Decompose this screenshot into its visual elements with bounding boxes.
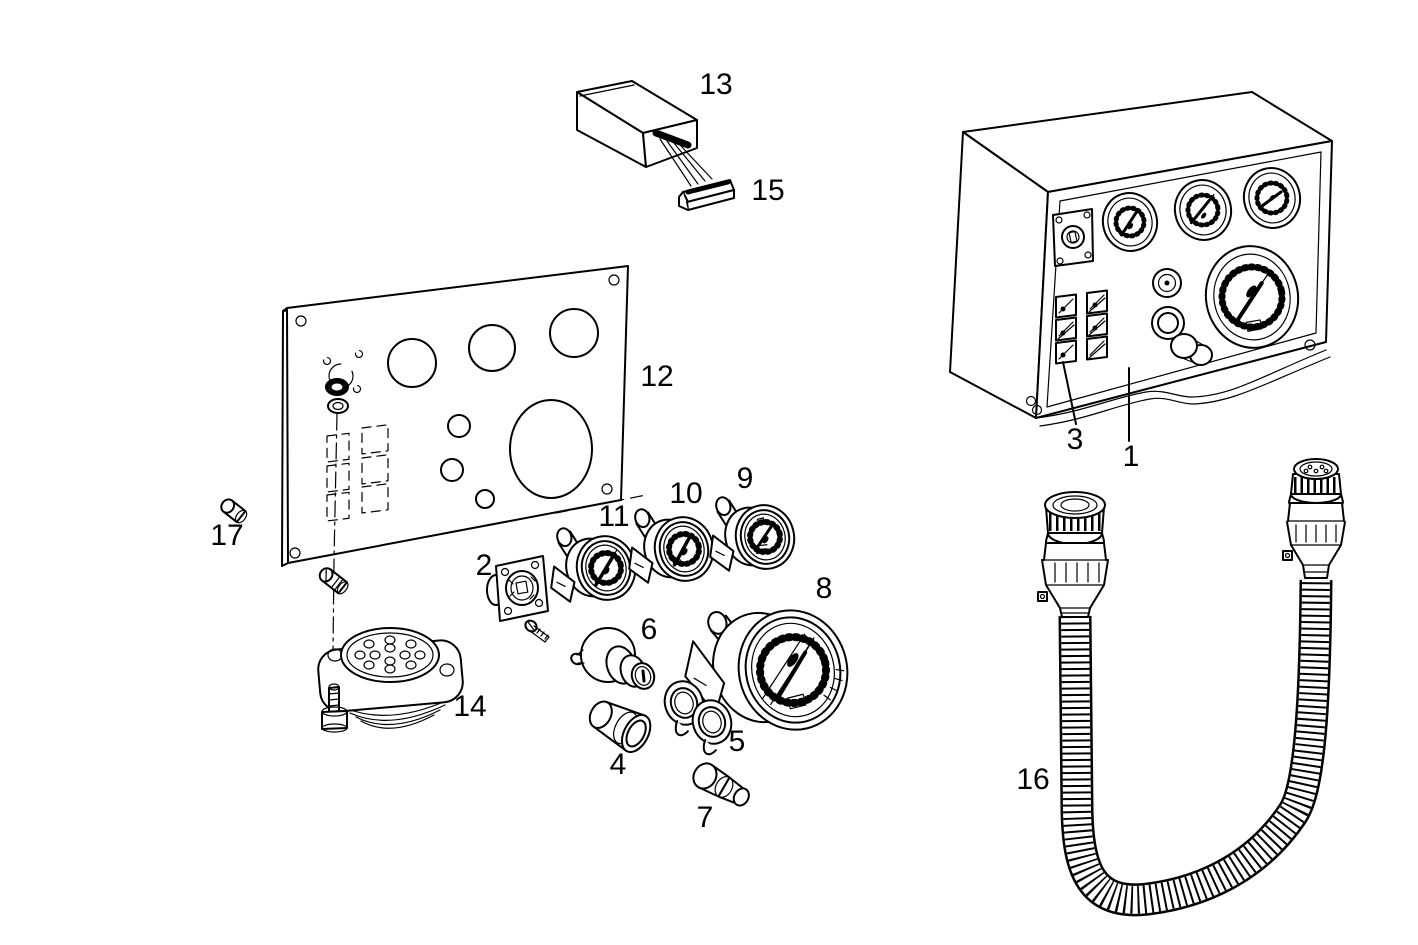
- panel-gauge-right: [1242, 167, 1302, 229]
- panel-socket-ring: [1151, 306, 1185, 340]
- warning-light-cluster: [1055, 289, 1108, 365]
- panel-knob: [1170, 333, 1213, 366]
- panel-corner-holes: [289, 274, 620, 559]
- instrument-panel: [949, 91, 1333, 427]
- panel-tachometer: [1204, 245, 1300, 349]
- callout-7: 7: [697, 801, 714, 834]
- callout-13: 13: [699, 68, 732, 101]
- panel-gauge-holes: [387, 308, 599, 509]
- key-switch-flange: [486, 555, 549, 622]
- mounting-panel: [281, 265, 647, 567]
- key-switch-cutout: [322, 349, 364, 414]
- warning-light-cutouts: [326, 424, 389, 522]
- sender-switch: [570, 627, 656, 690]
- callout-9: 9: [737, 462, 754, 495]
- panel-key-switch: [1052, 208, 1094, 267]
- small-gauge-11: [550, 527, 637, 603]
- callout-14: 14: [453, 690, 486, 723]
- callout-16: 16: [1016, 763, 1049, 796]
- callout-1: 1: [1123, 440, 1140, 473]
- small-gauge-9: [709, 496, 796, 572]
- panel-button: [1152, 268, 1182, 298]
- callout-17: 17: [210, 519, 243, 552]
- ribbon-wires: [659, 138, 713, 187]
- conduit-connector-right: [1282, 458, 1346, 579]
- callout-10: 10: [669, 477, 702, 510]
- callout-12: 12: [640, 360, 673, 393]
- flange-screw: [524, 619, 550, 643]
- cap-nut: [220, 498, 248, 524]
- blanking-cap: [588, 700, 652, 754]
- connector-pin-dots: [1303, 464, 1329, 474]
- ribbon-connector: [678, 179, 735, 211]
- callout-11: 11: [598, 500, 629, 533]
- multi-pin-connector: [317, 627, 464, 729]
- panel-bolt: [318, 567, 349, 595]
- callout-3-leader: [1062, 361, 1077, 425]
- callout-8: 8: [816, 572, 833, 605]
- control-box: [576, 80, 698, 168]
- panel-gauge-left: [1101, 192, 1159, 252]
- callout-5: 5: [729, 725, 746, 758]
- connector-bolt: [321, 683, 348, 733]
- callout-2: 2: [476, 549, 493, 582]
- callout-3: 3: [1067, 423, 1084, 456]
- assembly-centerline: [332, 413, 338, 651]
- large-gauge: [684, 609, 849, 731]
- callout-6: 6: [641, 613, 658, 646]
- wiring-conduit: [1037, 458, 1346, 917]
- projection-line: [555, 494, 647, 514]
- callouts: 1 2 3 4 5 6 7 8 9 10 11 12 13 14 15 16 1…: [210, 68, 1139, 834]
- connector-pins: [354, 635, 426, 674]
- bulb-holder: [692, 762, 750, 807]
- connector-body-ribs: [344, 699, 449, 729]
- small-gauge-10: [628, 508, 715, 584]
- callout-4: 4: [610, 748, 627, 781]
- conduit-connector-left: [1037, 491, 1109, 618]
- panel-gauge-middle: [1173, 179, 1233, 241]
- grommet-pair: [663, 680, 733, 756]
- callout-15: 15: [751, 174, 784, 207]
